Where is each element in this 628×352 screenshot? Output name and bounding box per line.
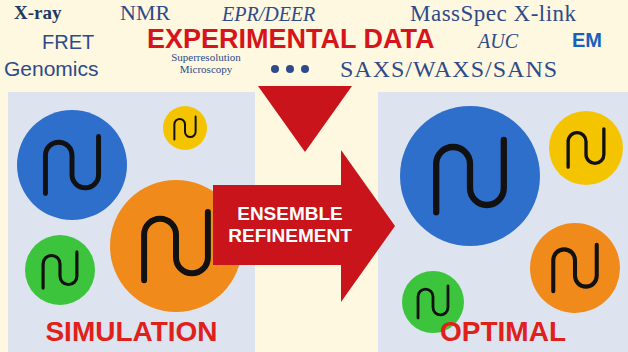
structure-circle [17, 110, 127, 220]
technique-label: Genomics [4, 57, 99, 80]
technique-label: EXPERIMENTAL DATA [147, 25, 435, 55]
conformation-squiggle [553, 245, 596, 292]
ellipsis-dots [271, 65, 309, 73]
conformation-squiggle [45, 137, 98, 194]
technique-label: EM [572, 29, 602, 51]
structure-circle [549, 111, 623, 185]
structure-circle [25, 235, 95, 305]
structure-circle [400, 106, 540, 246]
arrow-label: ENSEMBLE REFINEMENT [225, 203, 355, 247]
technique-label: SAXS/WAXS/SANS [340, 56, 558, 82]
technique-label: NMR [120, 1, 170, 25]
technique-label: MassSpec X-link [410, 1, 577, 26]
conformation-squiggle [144, 212, 208, 280]
structure-circle [163, 106, 207, 150]
conformation-squiggle [436, 140, 504, 212]
structure-circle [530, 223, 620, 313]
conformation-squiggle [568, 129, 604, 167]
conformation-squiggle [418, 286, 448, 318]
ensemble-panel: OPTIMAL [378, 92, 628, 352]
down-triangle [258, 86, 352, 152]
panel-heading: OPTIMAL [378, 316, 628, 348]
technique-label: X-ray [14, 3, 61, 24]
arrow-body [213, 150, 395, 302]
technique-label: AUC [478, 30, 518, 52]
conformation-squiggle [174, 117, 195, 140]
technique-label: FRET [42, 31, 94, 53]
panel-heading: SIMULATION [8, 316, 255, 348]
refinement-arrow: ENSEMBLE REFINEMENT [213, 150, 395, 302]
technique-label: Superresolution Microscopy [160, 52, 252, 75]
ensemble-figure [378, 92, 628, 352]
conformation-squiggle [43, 252, 77, 288]
technique-label: EPR/DEER [222, 3, 315, 25]
